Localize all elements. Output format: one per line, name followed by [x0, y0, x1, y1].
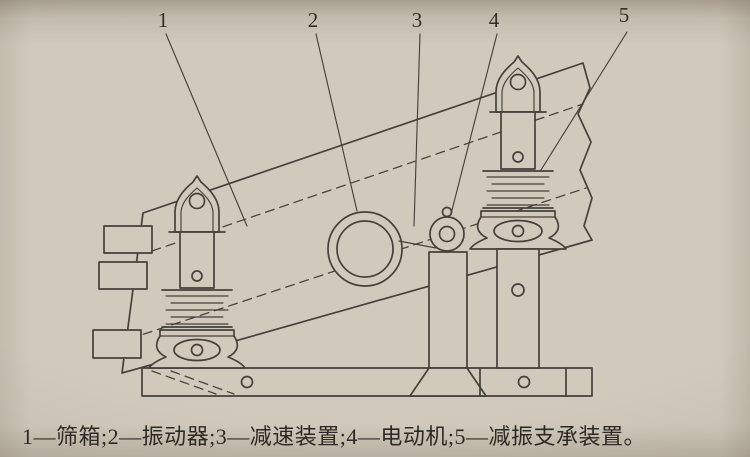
bracket-pin-hole [509, 73, 527, 91]
column-hole [512, 151, 524, 163]
leader-5 [540, 31, 628, 171]
damper-base [469, 210, 567, 250]
spring-flanges [482, 170, 554, 209]
motor-stand-column [428, 251, 468, 369]
motor-shaft-circle [438, 225, 456, 243]
bracket-arch-inner [501, 67, 535, 113]
leader-lines [165, 31, 628, 227]
feed-prongs [92, 225, 153, 359]
pedestal-column [496, 248, 540, 369]
motor-body-circle [429, 216, 465, 252]
spring-coils [486, 176, 550, 206]
motor-lifting-eye [441, 206, 453, 218]
damper-base-boss [493, 219, 543, 243]
bracket-arch-inner [180, 187, 214, 233]
spring-flanges [161, 289, 233, 328]
vibrator [327, 211, 403, 287]
damper-base-hole [511, 224, 525, 238]
damper-base [148, 329, 246, 369]
pedestal-base-sides [479, 367, 567, 397]
leader-1 [165, 33, 248, 227]
belt-line [398, 240, 437, 249]
support-column [500, 111, 536, 170]
column-hole [191, 270, 203, 282]
figure-caption: 1—筛箱;2—振动器;3—减速装置;4—电动机;5—减振支承装置。 [22, 424, 646, 449]
leader-2 [315, 33, 358, 212]
callout-number-2: 2 [307, 8, 319, 32]
spring-coils [165, 295, 229, 325]
screen-box-outline [121, 62, 593, 374]
bracket-pin-hole [188, 192, 206, 210]
leader-3 [413, 33, 421, 227]
base-frame [141, 367, 593, 397]
motor [398, 206, 465, 252]
right-damper-support [469, 55, 567, 397]
support-column [179, 231, 215, 289]
feed-prong [98, 261, 148, 290]
left-damper-support [148, 175, 246, 369]
callout-number-4: 4 [488, 8, 500, 32]
pedestal-hole [511, 283, 525, 297]
damper-base-hole [190, 343, 204, 357]
vibrator-outer-circle [327, 211, 403, 287]
base-hidden-lines [151, 370, 235, 395]
pedestal-bolt-hole [517, 375, 531, 389]
bracket-arch [495, 55, 541, 113]
callout-number-3: 3 [411, 8, 423, 32]
base-bolt-hole [240, 375, 254, 389]
feed-prong [92, 329, 142, 359]
motor-stand [409, 251, 487, 397]
vibrator-inner-circle [336, 220, 394, 278]
damper-base-boss [173, 338, 221, 362]
feed-prong [103, 225, 153, 254]
callout-number-1: 1 [157, 8, 169, 32]
bracket-arch [174, 175, 220, 233]
motor-stand-foot [409, 367, 487, 397]
leader-4 [450, 33, 498, 215]
callout-number-5: 5 [618, 3, 630, 27]
